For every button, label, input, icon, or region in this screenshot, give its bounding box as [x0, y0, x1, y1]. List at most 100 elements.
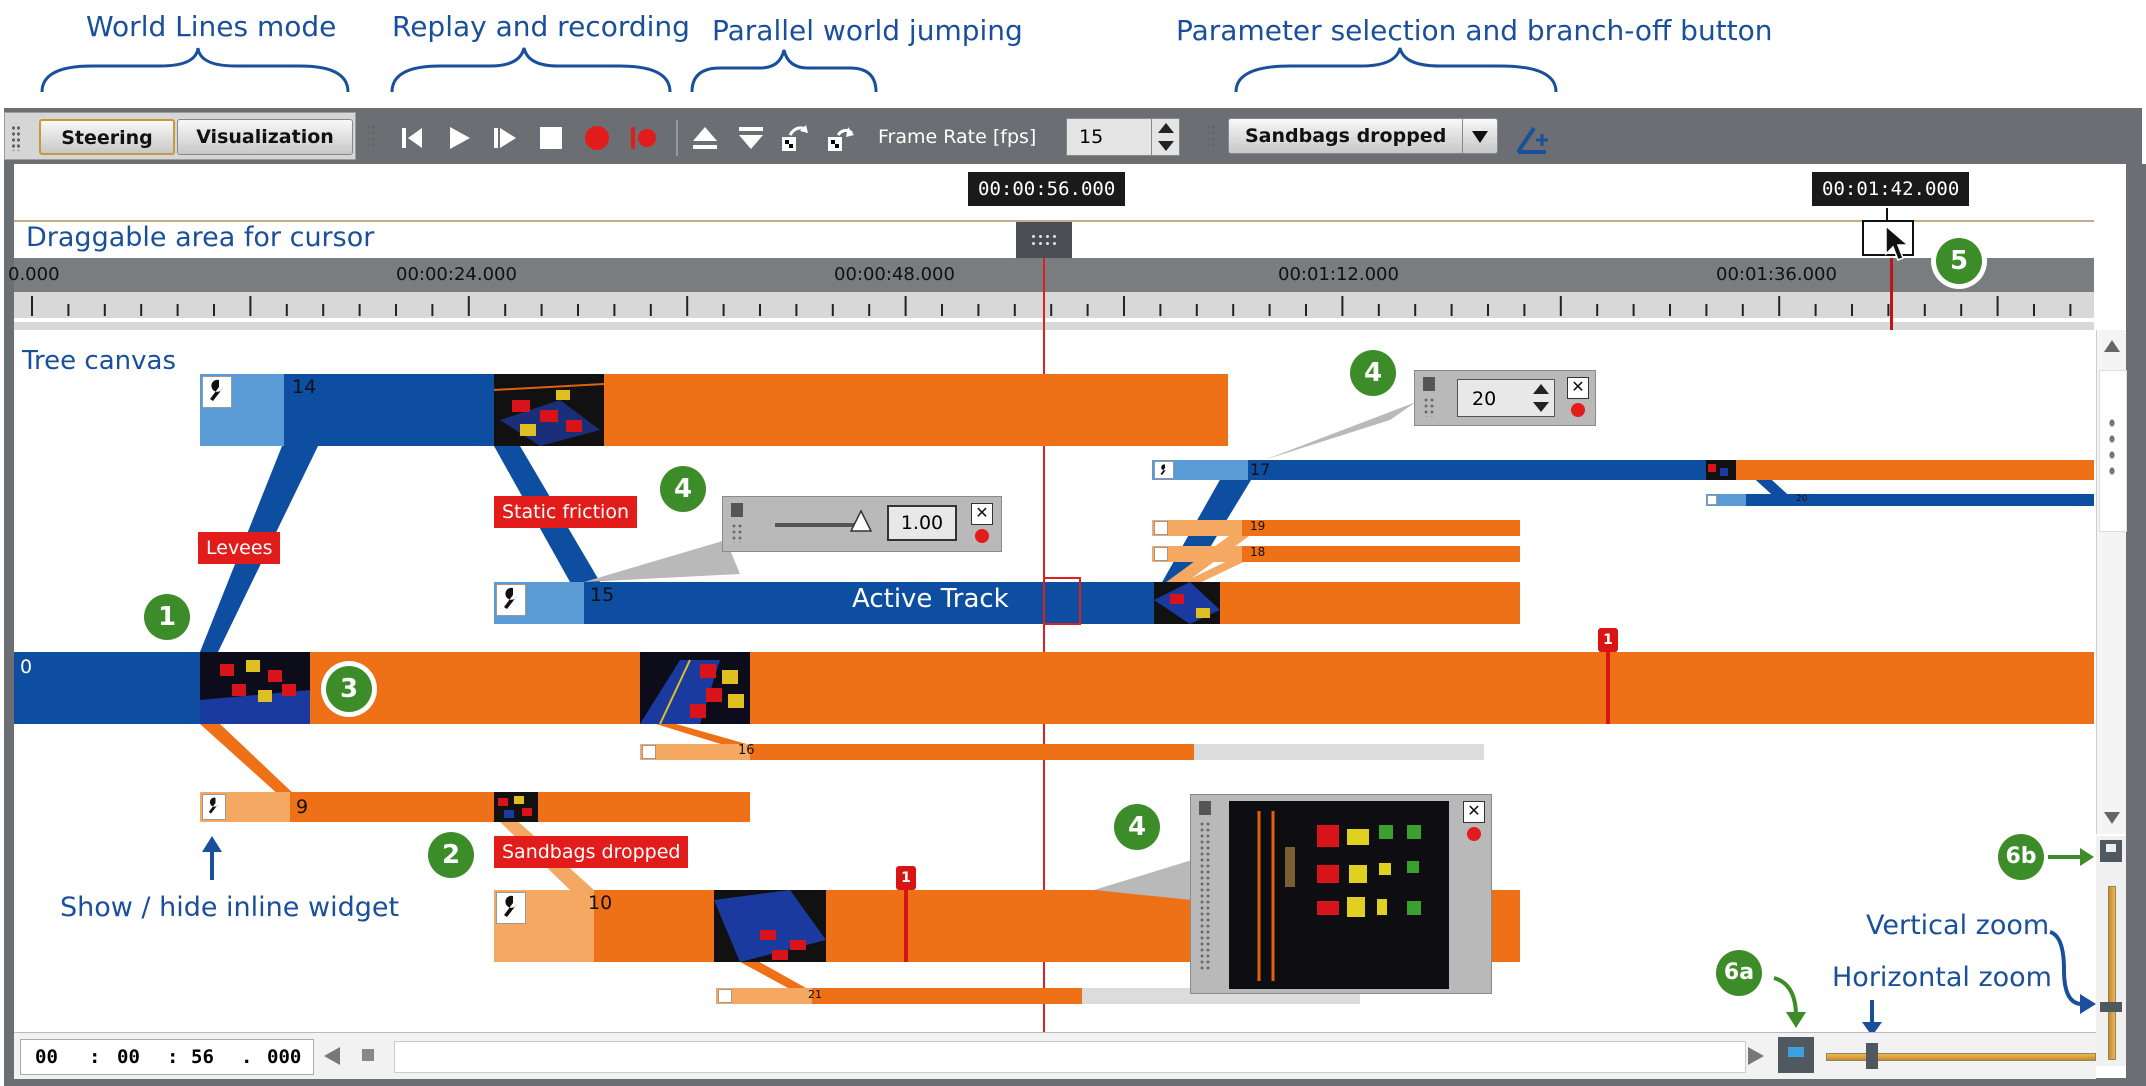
- event-marker-track-0[interactable]: [1598, 628, 1618, 724]
- wrench-toggle-15[interactable]: [496, 584, 526, 616]
- parameter-dropdown[interactable]: Sandbags dropped: [1228, 118, 1498, 154]
- track-17-start[interactable]: [1152, 460, 1248, 480]
- scrollbar-thumb[interactable]: [2099, 370, 2127, 532]
- track-15-active[interactable]: [584, 582, 1154, 624]
- track-18-start[interactable]: [1152, 546, 1242, 562]
- pin-icon[interactable]: [731, 503, 743, 517]
- vertical-zoom-track[interactable]: [2108, 886, 2116, 1060]
- wrench-toggle-10[interactable]: [496, 892, 526, 924]
- thumbnail-track-15[interactable]: [1154, 582, 1220, 624]
- track-19-start[interactable]: [1152, 520, 1242, 536]
- thumbnail-track-17[interactable]: [1706, 460, 1736, 480]
- horizontal-zoom-thumb[interactable]: [1866, 1043, 1878, 1069]
- play-icon[interactable]: [444, 123, 474, 153]
- wrench-toggle-20[interactable]: [1707, 495, 1717, 505]
- horizontal-zoom-toggle[interactable]: [1778, 1037, 1814, 1073]
- scroll-up-icon[interactable]: [2103, 338, 2121, 354]
- toolbar-grip[interactable]: [1206, 124, 1216, 150]
- grip-icon[interactable]: [1423, 397, 1435, 417]
- vertical-zoom-slider[interactable]: [2096, 836, 2126, 1066]
- track-14-past[interactable]: [284, 374, 494, 446]
- wrench-toggle-9[interactable]: [202, 794, 226, 820]
- record-icon[interactable]: [582, 123, 612, 153]
- vertical-scrollbar[interactable]: [2096, 330, 2127, 834]
- spinner-arrows-icon[interactable]: [1152, 119, 1180, 155]
- toolbar-grip[interactable]: [366, 124, 376, 150]
- thumbnail-track-0-a[interactable]: [200, 652, 310, 724]
- frame-rate-spinner[interactable]: 15: [1066, 118, 1180, 156]
- time-milliseconds[interactable]: 000: [267, 1046, 302, 1068]
- scroll-right-icon[interactable]: [1746, 1045, 1766, 1067]
- stop-icon[interactable]: [536, 123, 566, 153]
- record-icon[interactable]: [1571, 403, 1585, 417]
- branch-off-icon[interactable]: [1514, 122, 1550, 158]
- parameter-spinner[interactable]: 20: [1457, 379, 1555, 417]
- track-14[interactable]: [494, 374, 1228, 446]
- scroll-left-icon[interactable]: [322, 1045, 342, 1067]
- record-icon[interactable]: [1467, 827, 1481, 841]
- spinner-buttons[interactable]: [1151, 119, 1180, 155]
- time-seconds[interactable]: 56: [191, 1046, 214, 1068]
- jump-parallel-next-icon[interactable]: [826, 123, 856, 153]
- track-19[interactable]: [1152, 520, 1520, 536]
- track-0-past[interactable]: [14, 652, 200, 724]
- horizontal-zoom-track[interactable]: [1826, 1053, 2096, 1061]
- scroll-stop-icon[interactable]: [362, 1049, 374, 1061]
- steering-button[interactable]: Steering: [39, 119, 175, 155]
- step-forward-icon[interactable]: [490, 123, 520, 153]
- jump-parallel-prev-icon[interactable]: [780, 123, 810, 153]
- thumbnail-track-9[interactable]: [494, 792, 538, 822]
- wrench-toggle-16[interactable]: [642, 745, 656, 759]
- pin-icon[interactable]: [1423, 377, 1435, 391]
- vertical-zoom-thumb[interactable]: [2100, 1002, 2122, 1012]
- track-16[interactable]: [750, 744, 1194, 760]
- time-minutes[interactable]: 00: [117, 1046, 140, 1068]
- grip-icon[interactable]: [731, 523, 743, 543]
- frame-rate-value[interactable]: 15: [1079, 126, 1104, 148]
- wrench-toggle-19[interactable]: [1154, 521, 1168, 535]
- track-20-sub[interactable]: [1736, 494, 2094, 506]
- record-icon[interactable]: [975, 529, 989, 543]
- record-from-cursor-icon[interactable]: [628, 123, 658, 153]
- track-17-future[interactable]: [1736, 460, 2094, 480]
- horizontal-scrollbar[interactable]: [394, 1041, 1746, 1073]
- wrench-toggle-18[interactable]: [1154, 547, 1168, 561]
- wrench-toggle-21[interactable]: [718, 989, 732, 1003]
- track-16-start[interactable]: [640, 744, 750, 760]
- jump-up-icon[interactable]: [690, 123, 720, 153]
- jump-down-icon[interactable]: [736, 123, 766, 153]
- time-cursor-line[interactable]: [1043, 258, 1045, 1032]
- scroll-down-icon[interactable]: [2103, 810, 2121, 826]
- slider-thumb-icon[interactable]: [849, 509, 873, 533]
- video-preview[interactable]: [1229, 801, 1449, 989]
- dropdown-arrow-icon[interactable]: [1462, 119, 1497, 153]
- wrench-toggle-17[interactable]: [1154, 461, 1174, 479]
- track-18[interactable]: [1152, 546, 1520, 562]
- track-0[interactable]: [200, 652, 2094, 724]
- thumbnail-track-0-b[interactable]: [640, 652, 750, 725]
- event-marker-track-10[interactable]: [896, 866, 916, 962]
- time-ruler[interactable]: 0.000 00:00:24.000 00:00:48.000 00:01:12…: [8, 258, 2094, 330]
- thumbnail-track-14[interactable]: [493, 374, 605, 446]
- spinner-arrows-icon[interactable]: [1528, 380, 1554, 416]
- track-21[interactable]: [812, 988, 1082, 1004]
- time-hours[interactable]: 00: [35, 1046, 58, 1068]
- vertical-zoom-toggle[interactable]: [2100, 840, 2122, 862]
- slider-value-field[interactable]: 1.00: [887, 505, 957, 541]
- grip-icon[interactable]: [1199, 821, 1211, 971]
- track-21-start[interactable]: [716, 988, 812, 1004]
- wrench-toggle-14[interactable]: [202, 376, 232, 408]
- pin-icon[interactable]: [1199, 801, 1211, 815]
- parameter-slider-track[interactable]: [775, 523, 863, 527]
- toolbar-grip[interactable]: [11, 125, 21, 151]
- thumbnail-track-10[interactable]: [714, 890, 826, 962]
- close-icon[interactable]: ✕: [1463, 801, 1485, 823]
- close-icon[interactable]: ✕: [971, 503, 993, 525]
- close-icon[interactable]: ✕: [1567, 377, 1589, 399]
- step-back-icon[interactable]: [398, 123, 428, 153]
- time-input[interactable]: 00 : 00 : 56 . 000: [20, 1039, 314, 1075]
- visualization-button[interactable]: Visualization: [177, 119, 353, 155]
- spinner-value[interactable]: 20: [1472, 388, 1497, 410]
- cursor-handle[interactable]: [1016, 222, 1072, 258]
